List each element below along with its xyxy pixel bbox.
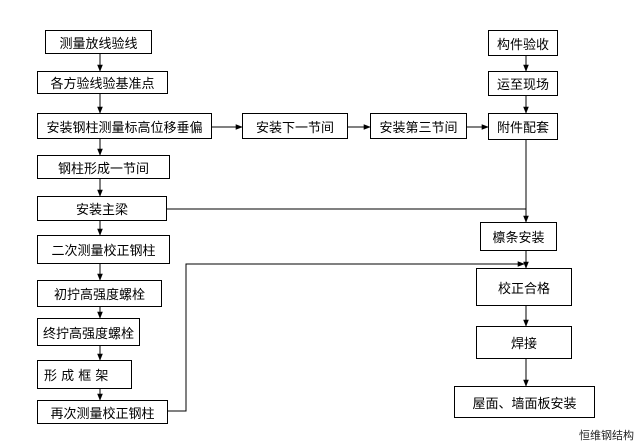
box-second-survey: 二次测量校正钢柱 bbox=[37, 235, 170, 264]
box-purlin: 檩条安装 bbox=[480, 222, 557, 251]
box-roof-wall: 屋面、墙面板安装 bbox=[454, 386, 595, 418]
box-column-section: 钢柱形成一节间 bbox=[37, 155, 170, 179]
box-resurvey: 再次测量校正钢柱 bbox=[37, 400, 168, 424]
box-next-section: 安装下一节间 bbox=[242, 113, 348, 139]
box-final-bolt: 终拧高强度螺栓 bbox=[37, 318, 140, 346]
arrow-resurvey-to-qualified bbox=[168, 261, 525, 412]
box-initial-bolt: 初拧高强度螺栓 bbox=[37, 280, 162, 307]
box-third-section: 安装第三节间 bbox=[370, 113, 467, 139]
box-frame: 形 成 框 架 bbox=[37, 360, 132, 389]
box-welding: 焊接 bbox=[476, 326, 572, 359]
box-qualified: 校正合格 bbox=[476, 268, 572, 306]
watermark-text: 恒维钢结构 bbox=[579, 429, 634, 442]
box-accessories: 附件配套 bbox=[488, 113, 558, 140]
box-inspection: 构件验收 bbox=[488, 30, 558, 56]
box-transport: 运至现场 bbox=[488, 71, 558, 96]
box-install-beam: 安装主梁 bbox=[37, 196, 167, 221]
box-install-columns: 安装钢柱测量标高位移垂偏 bbox=[37, 113, 212, 139]
box-survey-layout: 测量放线验线 bbox=[45, 30, 152, 54]
box-verify-baseline: 各方验线验基准点 bbox=[37, 71, 168, 94]
